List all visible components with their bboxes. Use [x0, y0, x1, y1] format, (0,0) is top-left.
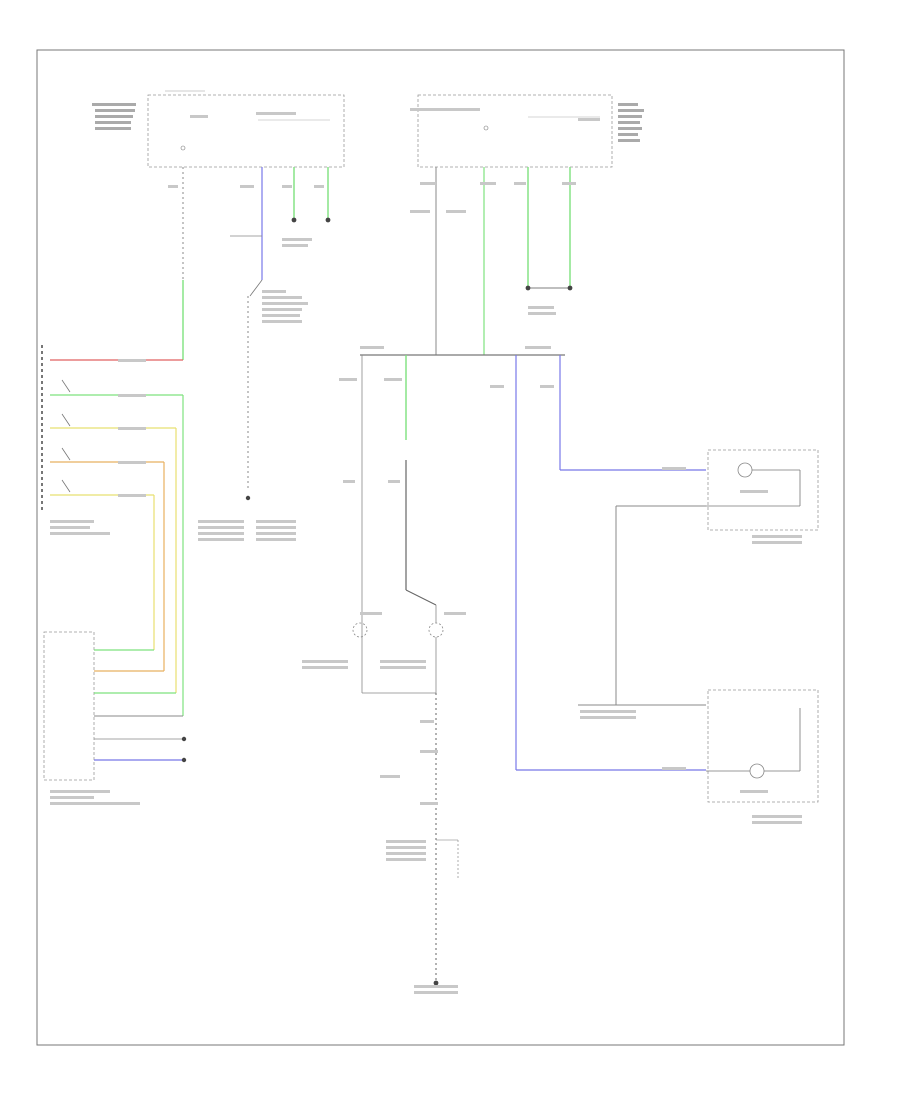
junction-bar [360, 354, 565, 693]
illegible-labels [50, 108, 802, 994]
transmission-range-switch [41, 345, 183, 510]
backup-light-wiring [362, 605, 459, 986]
right-backup-light [428, 622, 444, 638]
fuse-box-underdash-note [618, 103, 644, 142]
wire-group-top-left [182, 167, 331, 501]
rear-lamp-wiring [515, 355, 706, 771]
fuse-box-note [92, 103, 136, 130]
diagram-frame [36, 49, 845, 1046]
left-backup-light [352, 622, 368, 638]
wire-group-top-right [435, 167, 573, 355]
transmission-control-module [43, 631, 187, 781]
fuse-box-underhood [147, 90, 345, 168]
wire-drops-to-tcm [153, 395, 184, 716]
left-rear-backup-lamp [706, 689, 819, 803]
fuse-box-underdash [417, 94, 613, 168]
right-rear-backup-lamp [706, 449, 819, 531]
